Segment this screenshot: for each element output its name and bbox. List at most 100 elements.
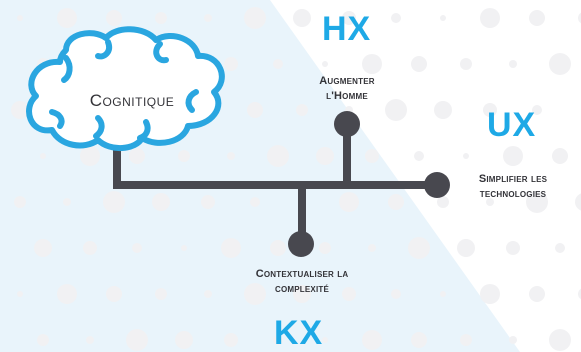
background-dot xyxy=(385,99,407,121)
background-dot xyxy=(339,192,359,212)
background-dot xyxy=(414,151,424,161)
background-dot xyxy=(526,191,548,213)
background-dot xyxy=(181,245,187,251)
background-dot xyxy=(63,198,71,206)
ux-label-line: Simplifier les xyxy=(478,173,548,185)
kx-label-line: Contextualiser la xyxy=(255,268,349,280)
ux-label-line: technologies xyxy=(479,188,547,200)
background-dot xyxy=(57,8,77,28)
background-dot xyxy=(227,152,235,160)
background-dot xyxy=(437,196,449,208)
background-dot xyxy=(509,60,517,68)
background-dot xyxy=(506,241,520,255)
background-dot xyxy=(368,244,376,252)
background-dot xyxy=(529,286,545,302)
background-dot xyxy=(440,15,446,21)
background-dot xyxy=(483,103,497,117)
background-dot xyxy=(204,14,212,22)
background-dot xyxy=(155,288,167,300)
background-dot xyxy=(319,242,331,254)
background-dot xyxy=(86,336,94,344)
background-dot xyxy=(204,290,212,298)
background-dot xyxy=(178,150,190,162)
background-dot xyxy=(362,54,382,74)
hx-label-line: l'Homme xyxy=(326,90,368,102)
background-dot xyxy=(549,53,571,75)
background-dot xyxy=(509,336,517,344)
background-dot xyxy=(17,15,23,21)
background-dot xyxy=(250,197,260,207)
background-dot xyxy=(17,291,23,297)
background-dot xyxy=(460,58,472,70)
kx-label: Contextualiser la complexité xyxy=(226,267,378,297)
brain-label: Cognitique xyxy=(89,91,175,110)
background-dot xyxy=(126,329,148,351)
background-dot xyxy=(106,286,122,302)
background-dot xyxy=(388,194,404,210)
background-dot xyxy=(273,335,283,345)
background-dot xyxy=(224,333,238,347)
background-dot xyxy=(34,239,52,257)
ux-label: Simplifier les technologies xyxy=(452,172,574,202)
background-dot xyxy=(83,241,97,255)
kx-title: KX xyxy=(274,314,324,352)
background-dot xyxy=(480,8,500,28)
background-dot xyxy=(296,104,308,116)
background-dot xyxy=(463,153,469,159)
background-dot xyxy=(532,105,542,115)
background-dot xyxy=(362,330,382,350)
background-dot xyxy=(342,11,356,25)
background-dot xyxy=(365,149,379,163)
hx-label-line: Augmenter xyxy=(319,75,375,87)
background-dot xyxy=(503,146,523,166)
background-dot xyxy=(37,334,49,346)
brain-icon xyxy=(26,26,225,151)
background-dot xyxy=(391,289,401,299)
hx-label: Augmenter l'Homme xyxy=(297,74,397,104)
background-dot xyxy=(316,147,334,165)
background-dot xyxy=(411,332,427,348)
background-dot xyxy=(408,237,430,259)
background-dot xyxy=(552,148,568,164)
background-dot xyxy=(273,59,283,69)
background-dot xyxy=(293,9,311,27)
background-dot xyxy=(175,331,193,349)
kx-label-line: complexité xyxy=(274,283,329,295)
background-dot xyxy=(293,285,311,303)
background-dot xyxy=(103,191,125,213)
background-dot xyxy=(221,238,241,258)
background-dot xyxy=(457,239,475,257)
background-dot xyxy=(14,196,26,208)
background-dot xyxy=(244,283,266,305)
ux-title: UX xyxy=(487,106,537,144)
background-dot xyxy=(549,329,571,351)
background-dot xyxy=(578,12,581,24)
background-dot xyxy=(270,240,286,256)
background-dot xyxy=(322,337,328,343)
background-dot xyxy=(411,56,427,72)
hx-title: HX xyxy=(322,10,372,48)
background-dot xyxy=(578,288,581,300)
background-dot xyxy=(460,334,472,346)
background-dot xyxy=(152,193,170,211)
background-dot xyxy=(247,102,263,118)
background-dot xyxy=(224,57,238,71)
background-dot xyxy=(40,153,46,159)
background-dot xyxy=(155,12,167,24)
background-dot xyxy=(244,7,266,29)
background-dot xyxy=(132,243,142,253)
background-dot xyxy=(529,10,545,26)
background-dot xyxy=(440,291,446,297)
background-dot xyxy=(555,243,565,253)
background-dot xyxy=(80,146,100,166)
kx-node xyxy=(288,231,314,257)
background-dot xyxy=(106,10,122,26)
background-dot xyxy=(480,284,500,304)
background-dot xyxy=(267,145,289,167)
background-dot xyxy=(486,198,494,206)
background-dot xyxy=(57,284,77,304)
background-dot xyxy=(322,61,328,67)
background-dot xyxy=(11,101,29,119)
